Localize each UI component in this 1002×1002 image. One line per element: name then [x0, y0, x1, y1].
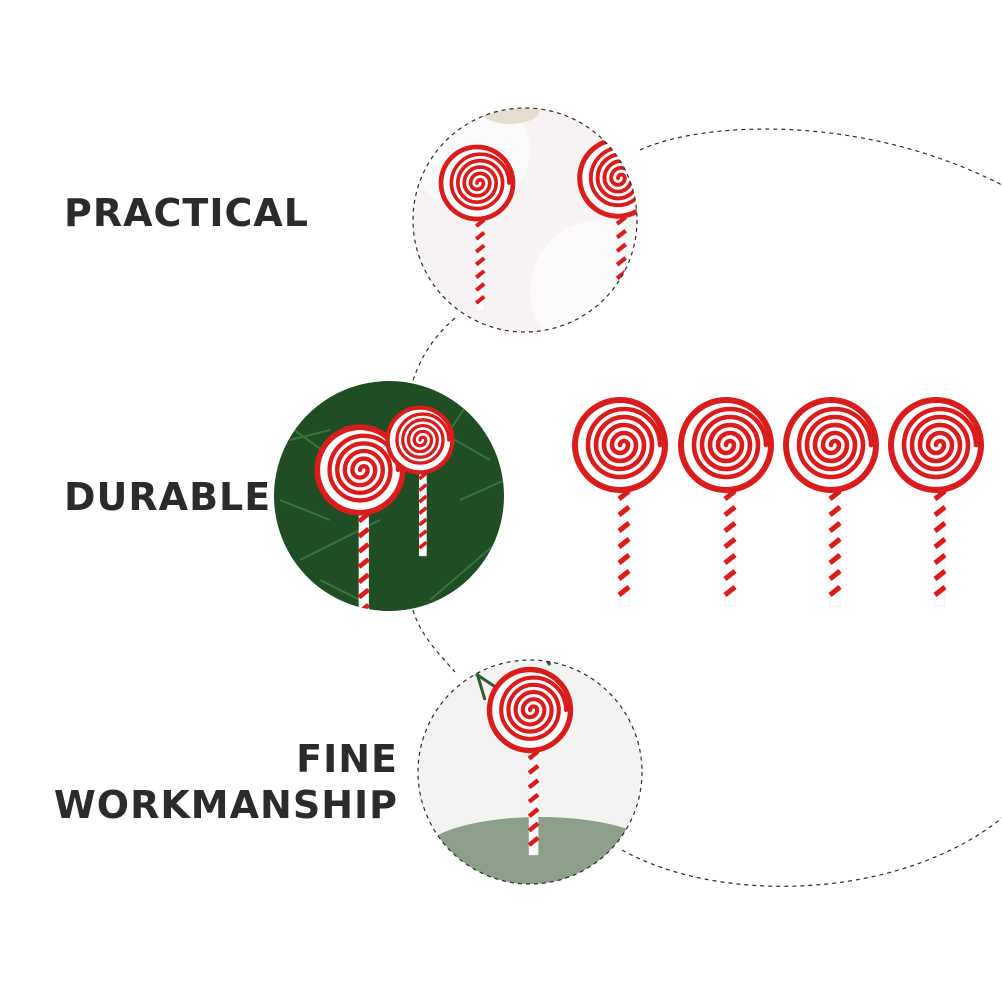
feature-label-fine-workmanship: FINE WORKMANSHIP — [54, 736, 398, 828]
lollipop-3 — [786, 400, 876, 606]
feature-label-line1: FINE — [296, 737, 398, 781]
lollipop-2 — [681, 400, 771, 606]
feature-label-durable: DURABLE — [64, 475, 272, 519]
product-lollipop-row — [575, 400, 981, 606]
photo-hanging-lollipop — [417, 659, 643, 885]
photo-tree-lollipops — [274, 381, 504, 611]
dashed-outline-large — [411, 128, 1002, 887]
lollipop-1 — [575, 400, 665, 606]
feature-label-practical: PRACTICAL — [64, 191, 309, 235]
photo-snow-lollipops — [412, 107, 638, 333]
feature-label-line2: WORKMANSHIP — [53, 783, 398, 827]
lollipop-4 — [891, 400, 981, 606]
